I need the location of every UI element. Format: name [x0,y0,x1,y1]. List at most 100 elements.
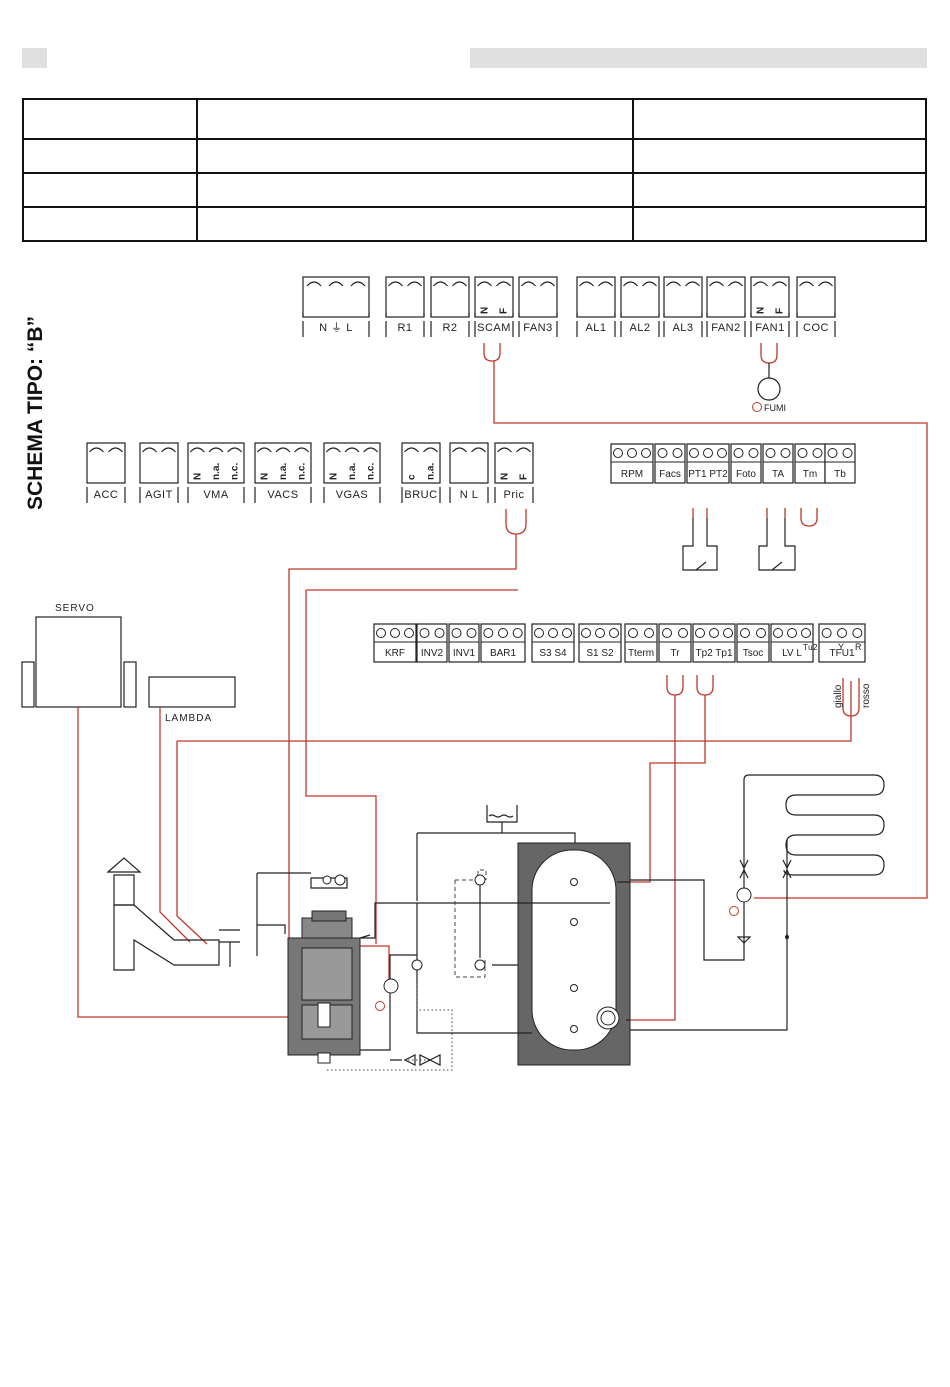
terminal-label: BRUC [404,489,437,501]
sensor-label: TFU1 [830,648,855,659]
terminal-label: FAN2 [711,322,741,334]
sensor-terminal-bottom: S3 S4 [531,623,575,663]
terminal-label: COC [803,322,829,334]
terminal-label: R1 [397,322,412,334]
terminal-pin-label: n.a. [211,463,222,480]
terminal-label: FAN1 [755,322,785,334]
terminal-block-top: AL2 [620,276,660,337]
sensor-terminal: Foto [730,443,762,484]
terminal-block-mid: ACC [86,442,126,503]
sensor-label: LV L [782,648,802,659]
sensor-label: Tr [670,648,680,659]
terminal-pin-label: n.a. [426,463,437,480]
terminal-block-top: N F FAN1 [750,276,790,337]
sensor-label: Tterm [628,648,654,659]
rosso-label: rosso [861,683,872,708]
terminal-block-top: FAN2 [706,276,746,337]
terminal-label: VACS [267,489,298,501]
sensor-label: KRF [385,648,405,659]
sensor-terminal-bottom: Tp2 Tp1 [692,623,736,663]
terminal-pin-label: n.a. [278,463,289,480]
terminal-block-top: R2 [430,276,470,337]
terminal-pin-label: F [775,308,786,314]
sensor-terminal: Tb [824,443,856,484]
terminal-pin-label: N [756,307,767,314]
terminal-label: AL3 [672,322,693,334]
terminal-label: SCAM [477,322,511,334]
terminal-label: AL2 [629,322,650,334]
terminal-label: R2 [442,322,457,334]
terminal-block-top: FAN3 [518,276,558,337]
heating-circuit [630,774,885,961]
sensor-terminal-bottom: BAR1 [480,623,526,663]
terminal-label: AL1 [585,322,606,334]
servo-motor: SERVO [21,603,137,708]
terminal-row-top: N ⏚ L R1 R2 N F SCAM FAN3 AL1 AL2 AL3 FAN2 N F FAN1 CO… [302,276,836,337]
terminal-pin-label: n.c. [366,463,377,480]
terminal-label: VGAS [336,489,369,501]
terminal-label: FAN3 [523,322,553,334]
sensor-label: INV1 [453,648,476,659]
y-marker: Y [838,642,845,652]
terminal-label: N ⏚ L [319,321,353,334]
terminal-block-top: N ⏚ L [302,276,370,337]
terminal-block-top: COC [796,276,836,337]
sensor-label: BAR1 [490,648,517,659]
sensor-terminal-bottom: S1 S2 [578,623,622,663]
terminal-block-mid: AGIT [139,442,179,503]
terminal-label: Pric [504,489,525,501]
terminal-label: N L [460,489,479,501]
legend-table [22,98,927,242]
fumi-label: FUMI [764,403,786,413]
sensor-label: Tb [834,469,846,480]
terminal-pin-label: F [499,308,510,314]
sensor-terminal: Facs [654,443,686,484]
terminal-block-top: R1 [385,276,425,337]
sensor-label: S1 S2 [586,648,614,659]
sensor-label: TA [772,469,784,480]
pump-wire [305,589,518,944]
sensor-terminal-bottom: Tr [658,623,692,663]
terminal-pin-label: n.c. [297,463,308,480]
terminal-block-top: AL3 [663,276,703,337]
r-marker: R [855,642,862,652]
sensor-label: Tsoc [743,648,764,659]
servo-wire [77,707,322,1018]
sensor-label: Tp2 Tp1 [695,648,732,659]
terminal-pin-label: N [259,473,270,480]
boiler [287,910,361,1064]
tu2-label: Tu2 [803,643,818,652]
page-number-box [22,48,47,68]
terminal-pin-label: n.a. [347,463,358,480]
sensor-terminal-bottom: KRF [373,623,417,663]
terminal-block-top: N F SCAM [474,276,514,337]
sensor-terminal-bottom: INV2 [416,623,448,663]
sensor-terminal-bottom: LV L [770,623,814,663]
terminal-label: AGIT [145,489,173,501]
sensor-label: Tm [803,469,817,480]
pric-wire [288,509,527,981]
sensor-terminal-bottom: TFU1 [818,623,866,663]
sensor-label: S3 S4 [539,648,567,659]
giallo-label: giallo [833,684,844,708]
sensor-terminal: PT1 PT2 [686,443,730,484]
terminal-label: VMA [203,489,229,501]
header-bar [470,48,927,68]
terminal-pin-label: N [192,473,203,480]
lambda-label: LAMBDA [165,713,212,724]
fumi-fan-motor: FUMI [752,343,786,413]
terminal-pin-label: N [480,307,491,314]
terminal-pin-label: n.c. [230,463,241,480]
sensor-terminal-bottom: Tsoc [736,623,770,663]
sensor-label: Facs [659,469,681,480]
expansion-vessel [486,805,518,833]
